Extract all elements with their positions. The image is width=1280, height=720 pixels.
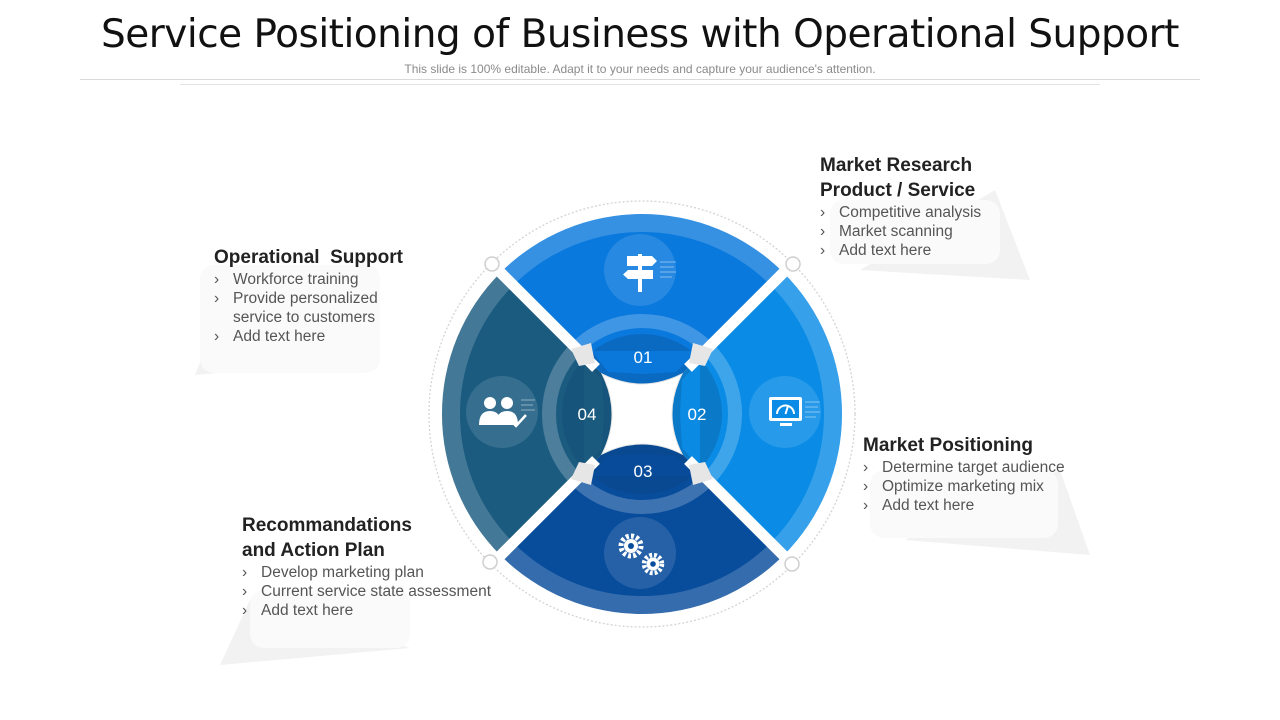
market-positioning-title: Market Positioning	[863, 435, 1033, 456]
outer-ring	[428, 200, 856, 628]
market-positioning-list: ›Determine target audience ›Optimize mar…	[863, 458, 1143, 515]
title-divider	[80, 79, 1200, 80]
market-research-title: Market Research Product / Service	[820, 155, 976, 201]
monitor-gauge-icon	[749, 376, 821, 448]
segment-number-04: 04	[578, 405, 597, 424]
ring-node	[484, 256, 500, 272]
recommendations-block: Recommandations and Action Plan ›Develop…	[242, 513, 532, 620]
list-item: ›Current service state assessment	[242, 583, 492, 600]
market-research-list: ›Competitive analysis ›Market scanning ›…	[820, 203, 1080, 260]
segment-number-03: 03	[634, 462, 653, 481]
list-item: ›Workforce training	[214, 271, 359, 288]
arrow-head	[689, 462, 713, 485]
operational-support-title: Operational Support	[214, 247, 403, 268]
tab-03	[592, 454, 697, 476]
ring-node	[784, 556, 800, 572]
ring-node	[785, 256, 801, 272]
list-item: ›Optimize marketing mix	[863, 478, 1044, 495]
gears-icon	[604, 517, 676, 589]
page-title: Service Positioning of Business with Ope…	[101, 12, 1179, 57]
list-item: ›Market scanning	[820, 223, 953, 240]
segment-02	[642, 253, 842, 575]
center-star	[600, 372, 684, 456]
list-item: service to customers	[233, 309, 376, 326]
list-item: ›Add text here	[242, 602, 354, 619]
list-item: ›Determine target audience	[863, 459, 1065, 476]
list-item: ›Add text here	[214, 328, 326, 345]
tab-02	[680, 360, 700, 468]
callout-card	[870, 470, 1058, 538]
inner-ring	[542, 314, 742, 514]
market-research-block: Market Research Product / Service ›Compe…	[820, 153, 1080, 260]
callout-card	[200, 265, 380, 373]
segment-01	[481, 214, 803, 414]
callout-card	[250, 590, 410, 648]
callout-card	[830, 200, 1000, 264]
operational-support-list: ›Workforce training ›Provide personalize…	[214, 270, 454, 346]
list-item: ›Add text here	[820, 242, 932, 259]
team-check-icon	[466, 376, 538, 448]
list-item: ›Develop marketing plan	[242, 564, 424, 581]
arrow-head	[571, 343, 595, 366]
list-item: ›Add text here	[863, 497, 975, 514]
list-item: ›Competitive analysis	[820, 204, 982, 221]
list-item: ›Provide personalized	[214, 290, 378, 307]
operational-support-block: Operational Support ›Workforce training …	[214, 245, 454, 346]
ring-node	[482, 554, 498, 570]
recommendations-list: ›Develop marketing plan ›Current service…	[242, 563, 532, 620]
page-subtitle: This slide is 100% editable. Adapt it to…	[404, 62, 876, 76]
segment-03	[481, 414, 803, 614]
arrow-head	[571, 462, 595, 485]
recommendations-title: Recommandations and Action Plan	[242, 515, 412, 561]
market-positioning-block: Market Positioning ›Determine target aud…	[863, 433, 1143, 515]
segment-number-01: 01	[634, 348, 653, 367]
segment-04	[442, 253, 642, 575]
tab-04	[584, 360, 604, 468]
arrow-head	[689, 343, 713, 366]
tab-01	[592, 351, 697, 374]
signpost-icon	[604, 234, 676, 306]
title-divider-secondary	[180, 84, 1100, 85]
segment-number-02: 02	[688, 405, 707, 424]
